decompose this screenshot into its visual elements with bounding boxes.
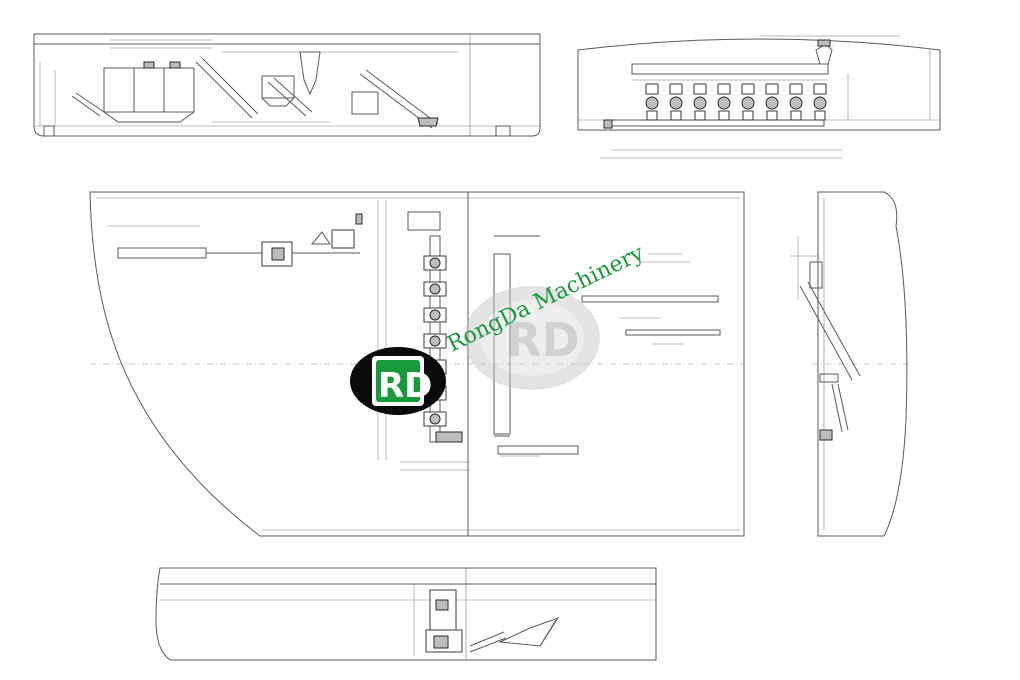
watermark: RD RD RongDa Machinery (350, 240, 648, 415)
granulator-units-elevation (645, 83, 827, 121)
watermark-faint-logo: RD (464, 286, 600, 390)
watermark-badge-letters: RD (378, 366, 432, 406)
granulator-row-elevation-drawing (577, 35, 941, 159)
section-drawing (155, 567, 657, 661)
watermark-badge: RD (350, 347, 446, 415)
side-plan-drawing (790, 191, 912, 537)
conveyor-line-elevation-drawing (33, 33, 541, 137)
watermark-faint-letters: RD (506, 313, 580, 367)
